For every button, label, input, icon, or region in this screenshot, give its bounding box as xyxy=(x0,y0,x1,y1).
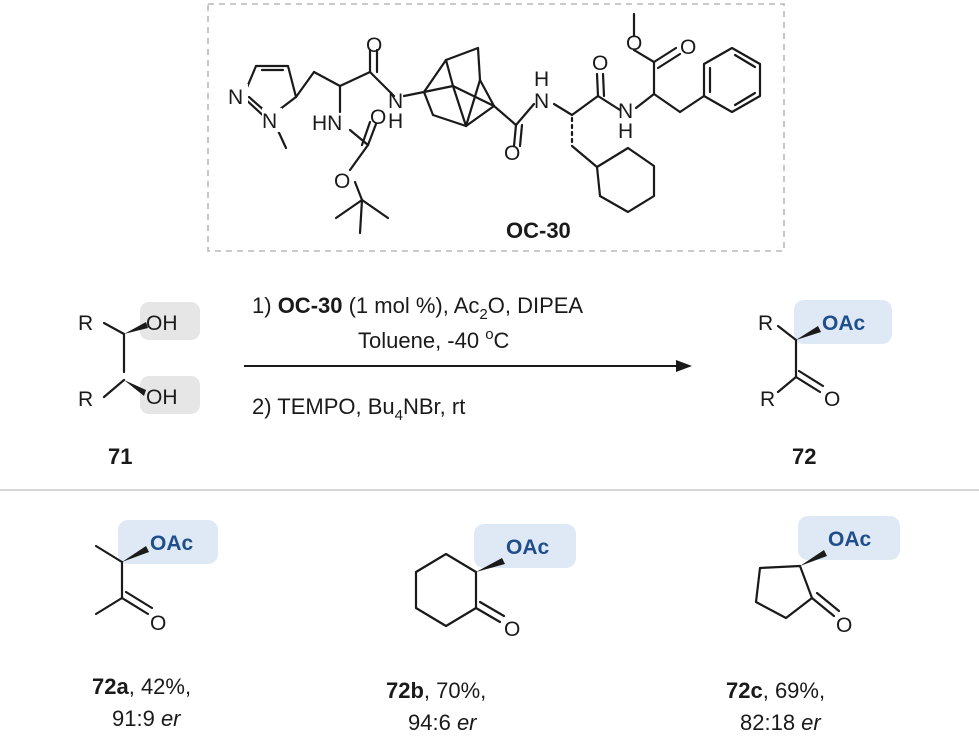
catalyst-label: OC-30 xyxy=(506,218,571,243)
ex-72b-oac-highlight xyxy=(474,524,576,568)
conditions-step1-line2: Toluene, -40 oC xyxy=(358,326,510,353)
ex-72c-yield: 72c, 69%, xyxy=(726,678,825,703)
ex-72c-er: 82:18 er xyxy=(740,710,822,735)
reactant-oh1: OH xyxy=(146,312,178,335)
atom-o3: O xyxy=(334,170,350,193)
atom-o-ester: O xyxy=(626,32,642,55)
atom-n-ring: N xyxy=(228,86,243,109)
product-r2: R xyxy=(760,388,775,411)
catalyst-structure: N N O HN O O xyxy=(207,3,785,252)
reactant-label: 71 xyxy=(108,444,132,469)
boc-histidine xyxy=(334,48,396,235)
reactant-r1: R xyxy=(78,312,93,335)
example-72b: OAc O 72b, 70%, 94:6 er xyxy=(386,524,576,735)
product-oac: OAc xyxy=(822,312,866,335)
phe-ome-residue xyxy=(632,12,762,114)
oh1-highlight xyxy=(140,302,200,340)
imidazole-ring xyxy=(241,64,342,150)
atom-nh3-n: N xyxy=(618,100,633,123)
ex-72c-oac: OAc xyxy=(828,528,872,551)
reactant-oh2: OH xyxy=(146,386,178,409)
oh2-highlight xyxy=(140,376,200,414)
atom-n-methyl: N xyxy=(262,110,277,133)
example-72c: OAc O 72c, 69%, 82:18 er xyxy=(726,516,900,735)
conditions-step1: 1) OC-30 (1 mol %), Ac2O, DIPEA xyxy=(252,293,583,323)
atom-hn: HN xyxy=(312,112,342,135)
ex-72b-yield: 72b, 70%, xyxy=(386,678,486,703)
cha-residue xyxy=(512,72,656,214)
atom-o5: O xyxy=(592,52,608,75)
reactant-71: R R OH OH 71 xyxy=(78,302,200,469)
ex-72a-oac: OAc xyxy=(150,532,194,555)
adamantane-cage xyxy=(402,46,518,128)
atom-nh2-h: H xyxy=(534,68,549,91)
reaction-arrow xyxy=(244,360,692,372)
ex-72b-er: 94:6 er xyxy=(408,710,478,735)
product-r1: R xyxy=(758,312,773,335)
ex-72c-oac-highlight xyxy=(798,516,900,560)
ex-72b-o: O xyxy=(504,618,520,641)
product-oac-highlight xyxy=(794,300,892,344)
example-72a: OAc O 72a, 42%, 91:9 er xyxy=(92,520,218,731)
reactant-r2: R xyxy=(78,388,93,411)
catalyst-frame xyxy=(207,3,785,252)
product-72: R R OAc O 72 xyxy=(758,300,892,469)
product-label: 72 xyxy=(792,444,816,469)
conditions-step2: 2) TEMPO, Bu4NBr, rt xyxy=(252,394,465,424)
atom-nh1-h: H xyxy=(388,110,403,133)
atom-o4: O xyxy=(504,142,520,165)
atom-o2: O xyxy=(370,106,386,129)
atom-nh2-n: N xyxy=(534,90,549,113)
ex-72c-o: O xyxy=(836,614,852,637)
ex-72b-oac: OAc xyxy=(506,536,550,559)
ex-72a-o: O xyxy=(150,612,166,635)
atom-nh1-n: N xyxy=(388,90,403,113)
product-o: O xyxy=(824,388,840,411)
atom-nh3-h: H xyxy=(618,120,633,143)
ex-72a-yield: 72a, 42%, xyxy=(92,674,191,699)
ex-72a-er: 91:9 er xyxy=(112,706,182,731)
atom-o1: O xyxy=(366,34,382,57)
atom-o6-carbonyl: O xyxy=(680,36,696,59)
